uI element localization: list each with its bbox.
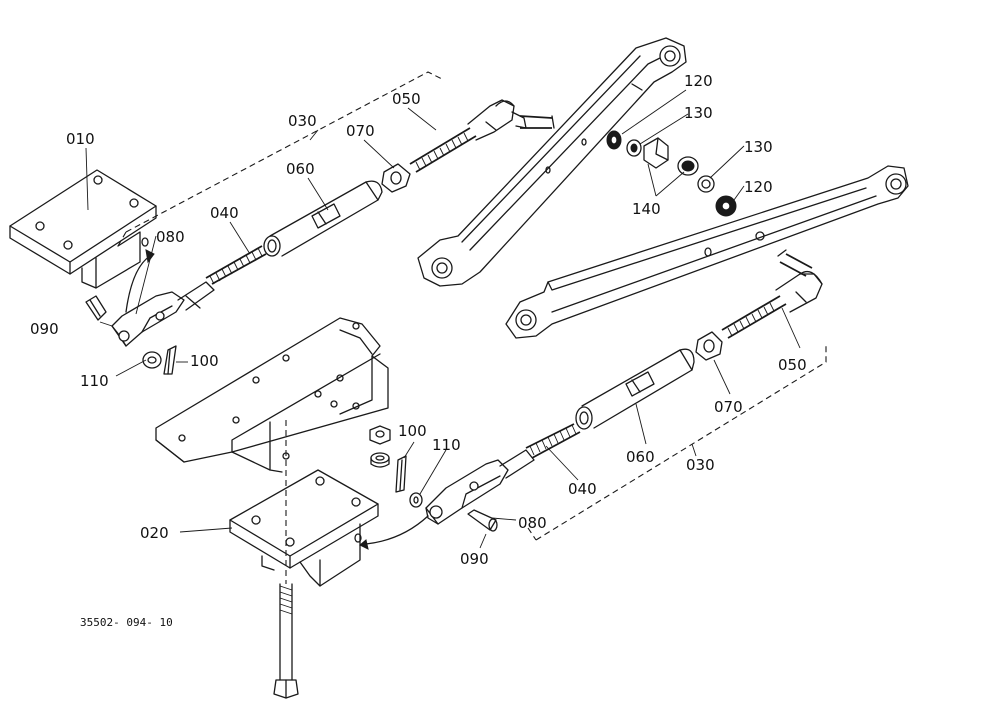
callout-110-lower: 110 [432, 436, 461, 454]
callout-050-upper: 050 [392, 90, 421, 108]
callout-060-lower: 060 [626, 448, 655, 466]
callout-080-lower: 080 [518, 514, 547, 532]
callout-080-upper: 080 [156, 228, 185, 246]
callout-120-upper: 120 [684, 72, 713, 90]
callout-090-lower: 090 [460, 550, 489, 568]
callout-070-lower: 070 [714, 398, 743, 416]
leader-lines [85, 89, 801, 549]
callout-030-lower: 030 [686, 456, 715, 474]
callout-labels: 010 030 050 070 060 040 080 090 110 100 … [30, 72, 807, 629]
mount-bolt [273, 420, 299, 699]
lower-link-lower [505, 165, 909, 339]
callout-030-upper: 030 [288, 112, 317, 130]
spacer-chain [606, 130, 737, 217]
callout-100-upper: 100 [190, 352, 219, 370]
callout-040-upper: 040 [210, 204, 239, 222]
callout-070-upper: 070 [346, 122, 375, 140]
callout-100-lower: 100 [398, 422, 427, 440]
turnbuckle-left [85, 71, 555, 375]
callout-050-lower: 050 [778, 356, 807, 374]
callout-120-lower: 120 [744, 178, 773, 196]
callout-130-upper: 130 [684, 104, 713, 122]
callout-060-upper: 060 [286, 160, 315, 178]
callout-010: 010 [66, 130, 95, 148]
callout-090-upper: 090 [30, 320, 59, 338]
callout-040-lower: 040 [568, 480, 597, 498]
drawing-code: 35502- 094- 10 [80, 616, 173, 629]
turnbuckle-right [395, 249, 827, 541]
callout-020: 020 [140, 524, 169, 542]
bracket-010 [9, 169, 157, 313]
callout-110-upper: 110 [80, 372, 109, 390]
callout-130-lower: 130 [744, 138, 773, 156]
bracket-020 [229, 469, 429, 587]
center-plate [155, 317, 389, 473]
callout-140: 140 [632, 200, 661, 218]
lower-link-upper [417, 37, 687, 287]
nut-stack [369, 425, 391, 468]
